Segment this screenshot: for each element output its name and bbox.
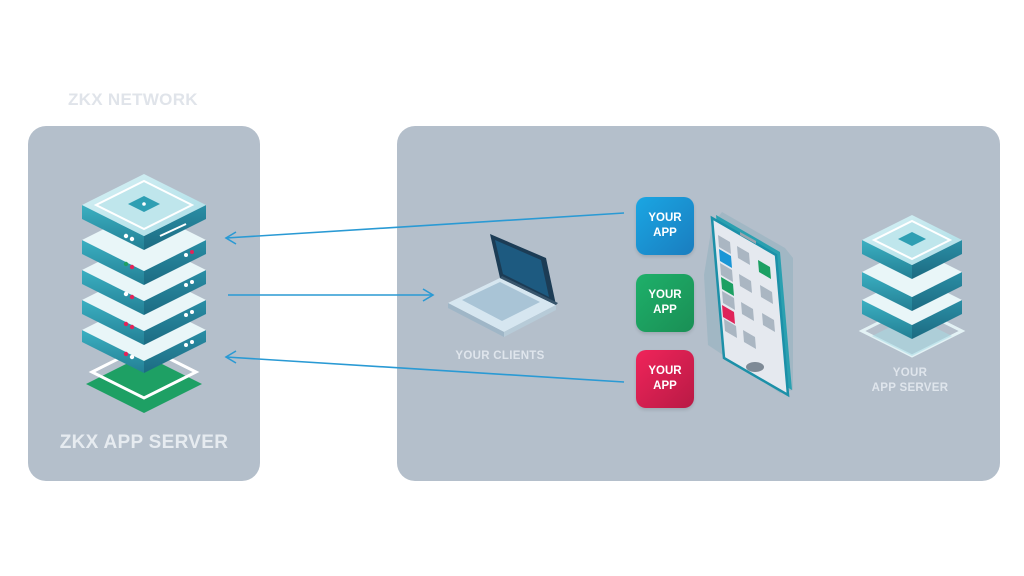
app-badge-line1: YOUR xyxy=(648,365,682,377)
arrowhead-zkx-bottom xyxy=(224,350,237,364)
your-app-server-label-line1: YOUR xyxy=(892,367,928,379)
app-badge-line1: YOUR xyxy=(648,212,682,224)
arrowhead-clients xyxy=(422,288,435,302)
server-stack-icon xyxy=(82,174,206,413)
your-app-badge-blue: YOUR APP xyxy=(636,197,694,255)
app-badge-line2: APP xyxy=(653,380,677,392)
app-badge-line2: APP xyxy=(653,227,677,239)
arrowhead-zkx-top xyxy=(224,231,237,245)
your-clients-label: YOUR CLIENTS xyxy=(455,350,545,362)
laptop-icon xyxy=(448,234,558,337)
arrow-app3-to-zkx xyxy=(225,356,625,383)
arrow-app1-to-zkx xyxy=(225,212,625,239)
app-badge-line1: YOUR xyxy=(648,289,682,301)
your-app-badge-green: YOUR APP xyxy=(636,274,694,332)
your-app-badge-red: YOUR APP xyxy=(636,350,694,408)
network-title: ZKX NETWORK xyxy=(68,90,198,109)
connection-arrows xyxy=(224,212,625,383)
small-server-icon xyxy=(858,215,966,358)
your-app-server-label-line2: APP SERVER xyxy=(871,382,949,394)
your-app-server-label: YOUR APP SERVER xyxy=(850,366,970,396)
zkx-app-server-label: ZKX APP SERVER xyxy=(59,432,229,453)
smartphone-icon xyxy=(704,212,793,398)
app-badge-line2: APP xyxy=(653,304,677,316)
